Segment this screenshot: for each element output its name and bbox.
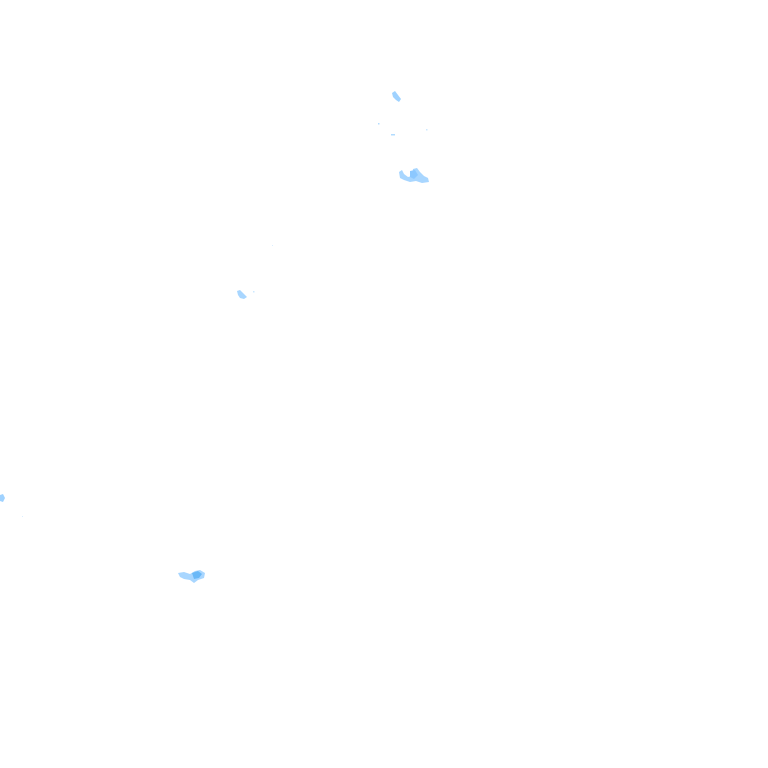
echo-cluster-upper-right — [399, 168, 429, 183]
echo-blob — [0, 494, 5, 502]
echo-core — [410, 170, 418, 179]
echo-speck — [22, 516, 23, 517]
echo-cluster-top — [378, 91, 428, 136]
echo-speck — [378, 123, 380, 125]
echo-cluster-left-edge — [0, 494, 23, 517]
echo-speck — [272, 245, 273, 246]
echo-core — [192, 571, 202, 579]
echo-cluster-middle — [237, 290, 255, 299]
echo-cluster-lower — [178, 570, 205, 583]
echo-blob — [392, 91, 401, 102]
echo-speck — [253, 291, 255, 293]
echo-blob — [237, 290, 247, 299]
echo-speck — [426, 129, 428, 131]
echo-speck — [391, 134, 395, 136]
